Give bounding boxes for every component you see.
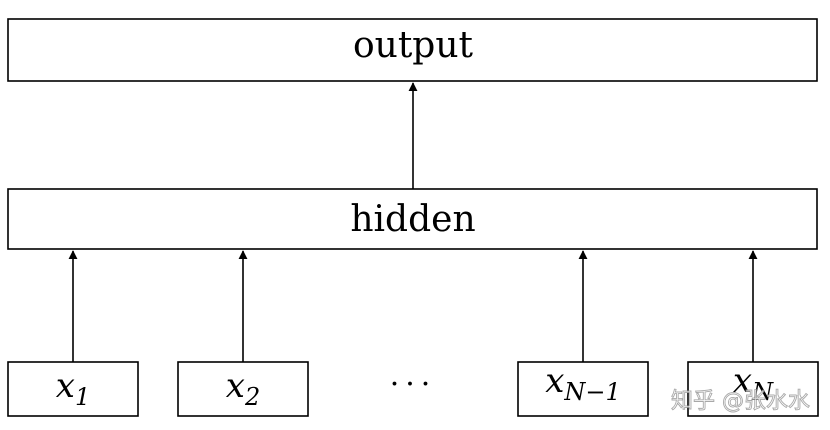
hidden-node: hidden: [7, 188, 818, 250]
hidden-label: hidden: [350, 199, 475, 240]
input-subscript: 2: [244, 383, 260, 411]
input-var: x: [545, 361, 564, 401]
input-subscript: 1: [75, 383, 90, 411]
watermark: 知乎 @张水水: [671, 389, 810, 414]
input-var: x: [226, 366, 245, 406]
output-box: [7, 18, 818, 82]
output-node: output: [7, 18, 818, 82]
input-box: [687, 361, 819, 417]
input-label: x2: [226, 366, 260, 411]
hidden-box: [7, 188, 818, 250]
output-label: output: [353, 25, 474, 66]
input-box: [7, 361, 139, 417]
input-node-x2: x2: [177, 361, 309, 417]
input-label: x1: [56, 366, 90, 411]
ellipsis: ···: [390, 367, 437, 402]
input-node-xn: xN: [687, 361, 819, 417]
input-box: [177, 361, 309, 417]
input-subscript: N−1: [563, 378, 620, 406]
input-node-x1: x1: [7, 361, 139, 417]
input-label: xN: [733, 361, 774, 406]
input-node-xn-1: xN−1: [517, 361, 649, 417]
input-subscript: N: [751, 378, 774, 406]
input-var: x: [733, 361, 752, 401]
input-box: [517, 361, 649, 417]
input-var: x: [56, 366, 75, 406]
input-label: xN−1: [545, 361, 621, 406]
